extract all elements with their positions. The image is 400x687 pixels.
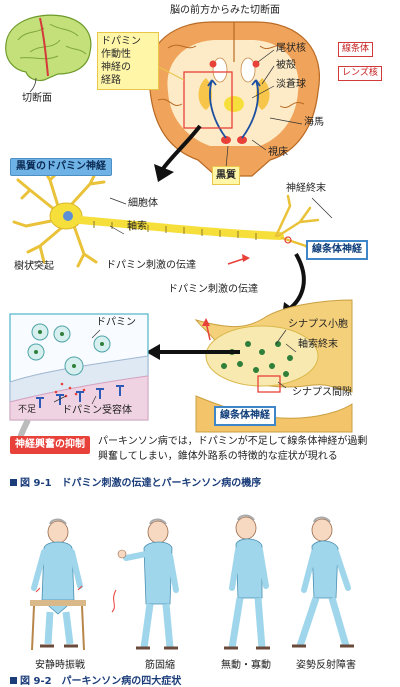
pathway-label-line3: 神経の: [101, 62, 131, 73]
globus-pallidus-label: 淡蒼球: [276, 79, 306, 90]
axon-terminal-label: 軸索終末: [298, 339, 338, 350]
pathway-label-line1: ドパミン: [101, 36, 141, 47]
synapse-detail: [194, 299, 353, 433]
striatal-neuron-label: 線条体神経: [306, 240, 368, 260]
pathway-label: ドパミン 作動性 神経の 経路: [97, 32, 159, 90]
synaptic-vesicle-label: シナプス小胞: [288, 319, 348, 330]
symptom-rigidity: 筋固縮: [145, 660, 175, 671]
patient-postural-instability: [292, 516, 354, 648]
nigral-dopamine-neuron: [12, 168, 322, 268]
hippocampus-label: 海馬: [304, 117, 324, 128]
patient-akinesia: [224, 514, 270, 650]
section-label: 切断面: [22, 93, 52, 104]
symptom-akinesia: 無動・寡動: [221, 660, 271, 671]
side-brain-icon: [5, 14, 92, 82]
front-view-title: 脳の前方からみた切断面: [170, 5, 280, 16]
putamen-label: 被殻: [276, 60, 296, 71]
description: パーキンソン病では，ドパミンが不足して線条体神経が過剰 興奮してしまい，錐体外路…: [98, 434, 394, 464]
striatal-neuron-label-2: 線条体神経: [214, 406, 276, 426]
figure2-caption-text: 図 9-2 パーキンソン病の四大症状: [20, 676, 182, 687]
dopamine-receptor-label: ドパミン受容体: [62, 405, 132, 416]
synaptic-cleft-label: シナプス間隙: [292, 387, 352, 398]
substantia-nigra-label: 黒質: [212, 166, 240, 185]
dopamine-label: ドパミン: [96, 317, 136, 328]
nerve-terminal-label: 神経終末: [286, 183, 326, 194]
dendrite-label: 樹状突起: [14, 261, 54, 272]
axon-label: 軸索: [127, 221, 147, 232]
dopamine-transmission-label-2: ドパミン刺激の伝達: [168, 284, 258, 295]
patient-rigidity: [111, 518, 179, 650]
caption-square-icon: [10, 479, 17, 486]
description-line2: 興奮してしまい，錐体外路系の特徴的な症状が現れる: [98, 451, 338, 462]
figure1-caption: 図 9-1 ドパミン刺激の伝達とパーキンソン病の機序: [10, 474, 261, 489]
description-line1: パーキンソン病では，ドパミンが不足して線条体神経が過剰: [98, 436, 368, 447]
striatum-label: 線条体: [338, 42, 374, 57]
pathway-label-line4: 経路: [101, 75, 121, 86]
nigral-neuron-label: 黒質のドパミン神経: [10, 158, 112, 176]
figure1-caption-text: 図 9-1 ドパミン刺激の伝達とパーキンソン病の機序: [20, 478, 262, 489]
lentiform-label: レンズ核: [338, 66, 382, 81]
figure2-caption: 図 9-2 パーキンソン病の四大症状: [10, 672, 181, 687]
deficiency-label: 不足: [18, 405, 37, 415]
symptom-resting-tremor: 安静時振戦: [35, 660, 85, 671]
thalamus-label: 視床: [268, 147, 288, 158]
symptom-postural-instability: 姿勢反射障害: [296, 660, 356, 671]
caudate-label: 尾状核: [276, 43, 306, 54]
receptor-closeup: [9, 313, 149, 421]
patient-resting-tremor: [30, 518, 86, 651]
dopamine-transmission-label: ドパミン刺激の伝達: [106, 260, 196, 271]
suppression-label: 神経興奮の抑制: [10, 436, 90, 454]
caption-square-icon-2: [10, 677, 17, 684]
cell-body-label: 細胞体: [128, 198, 158, 209]
pathway-label-line2: 作動性: [101, 49, 131, 60]
